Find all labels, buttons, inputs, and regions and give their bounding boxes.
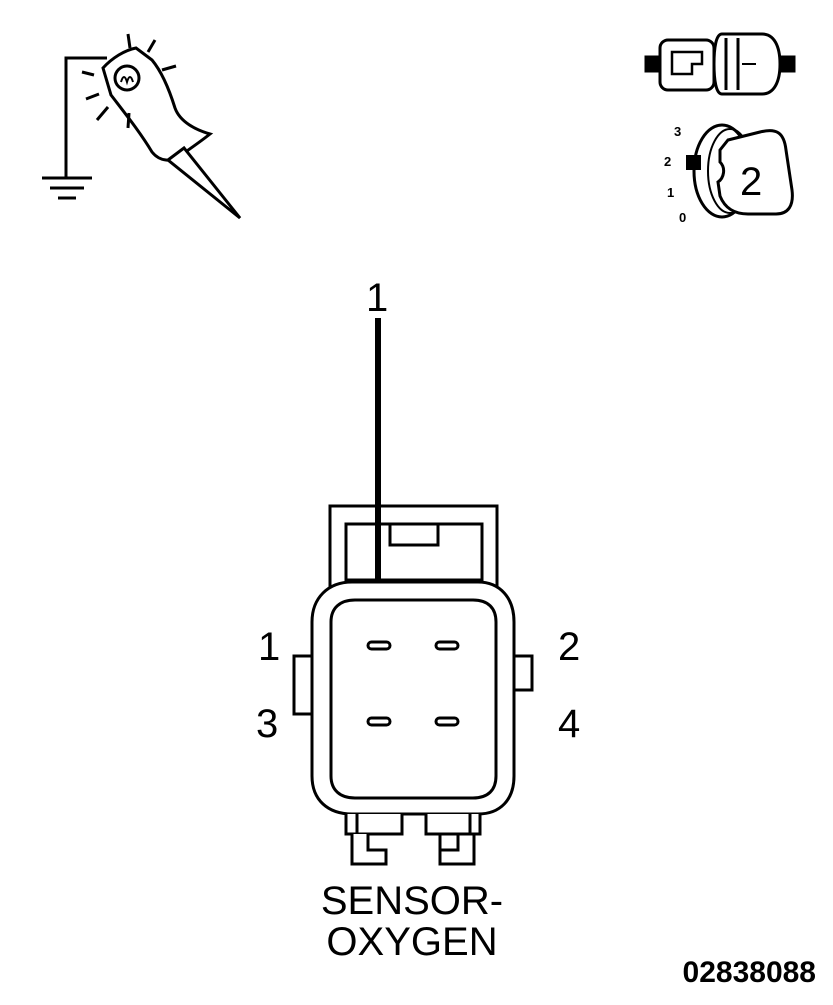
terminal-pin-4 <box>434 716 460 727</box>
ground-wire <box>64 56 107 178</box>
connector-latch-inner <box>344 522 484 582</box>
pointer-label: 1 <box>366 276 388 320</box>
connector-side-tab-right <box>512 654 534 692</box>
bulb <box>113 64 141 92</box>
terminal-pin-2 <box>434 640 460 651</box>
ignition-key <box>716 129 794 216</box>
terminal-pin-3 <box>366 716 392 727</box>
connector-face <box>329 598 498 800</box>
connector-name-line1: SENSOR- <box>321 879 503 923</box>
figure-code: 02838088 <box>683 956 816 989</box>
connector-lock-tab <box>388 522 440 547</box>
light-rays <box>81 33 177 129</box>
pin-label-3: 3 <box>256 702 278 746</box>
ignition-position-1: 1 <box>667 185 674 200</box>
pin-label-2: 2 <box>558 625 580 669</box>
pin-label-1: 1 <box>258 625 280 669</box>
test-light-probe-icon <box>42 33 242 220</box>
pin-label-4: 4 <box>558 702 580 746</box>
probe-tip <box>165 145 242 220</box>
oxygen-sensor-connector <box>292 504 534 866</box>
connector-disconnect-icon <box>644 32 796 96</box>
connector-bottom-tab-left <box>344 814 404 836</box>
ignition-key-icon: 3 2 1 0 2 <box>664 123 794 225</box>
ground-icon <box>42 176 92 200</box>
ignition-position-3: 3 <box>674 124 681 139</box>
ignition-key-position: 2 <box>740 160 762 204</box>
probe-handle <box>101 46 214 162</box>
connector-latch <box>328 504 499 590</box>
ignition-position-0: 0 <box>679 210 686 225</box>
terminal-pin-1 <box>366 640 392 651</box>
ignition-indicator <box>686 155 701 170</box>
connector-bottom-tab-right <box>424 814 482 836</box>
connector-name-line2: OXYGEN <box>326 920 497 964</box>
connector-terminals <box>366 640 460 727</box>
ignition-position-2: 2 <box>664 154 671 169</box>
connector-side-tab-left <box>292 654 314 716</box>
